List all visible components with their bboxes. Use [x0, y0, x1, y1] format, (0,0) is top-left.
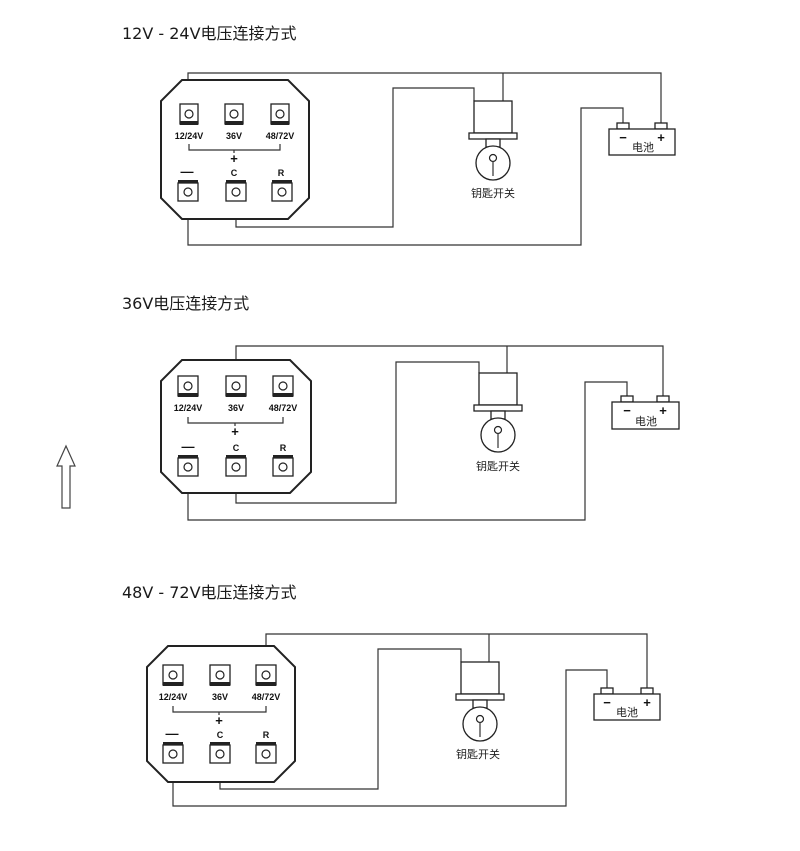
plus-bracket	[188, 144, 281, 153]
panel-36v: 36V电压连接方式 12/24V 36V 48/72V + — C R	[122, 294, 680, 521]
plus-label: +	[230, 151, 238, 166]
terminal-label: 12/24V	[174, 403, 203, 413]
key-switch-label: 钥匙开关	[476, 459, 520, 473]
battery-minus: −	[603, 695, 611, 710]
battery: − + 电池	[608, 122, 676, 156]
plus-bracket	[187, 417, 284, 426]
battery-minus: −	[623, 403, 631, 418]
terminal-label-r: R	[280, 443, 287, 453]
key-switch-label: 钥匙开关	[471, 186, 515, 200]
battery: − + 电池	[593, 687, 661, 721]
terminal-48-72v: 48/72V	[252, 664, 281, 702]
wire-c-to-key-switch	[235, 361, 480, 504]
terminal-r	[272, 455, 294, 477]
terminal-12-24v: 12/24V	[175, 103, 204, 141]
wire-minus-to-battery-minus	[187, 107, 624, 246]
panel-48-72v: 48V - 72V电压连接方式 12/24V 36V 48/72V + — C	[122, 583, 661, 807]
terminal-r	[255, 742, 277, 764]
panel-title: 12V - 24V电压连接方式	[122, 24, 297, 43]
key-switch: 钥匙开关	[455, 661, 505, 761]
terminal-label-minus: —	[166, 726, 179, 741]
terminal-48-72v: 48/72V	[269, 375, 298, 413]
wire-c-to-key-switch	[219, 648, 462, 790]
terminal-c	[225, 455, 247, 477]
terminal-minus	[162, 742, 184, 764]
terminal-label: 36V	[228, 403, 244, 413]
plus-label: +	[215, 713, 223, 728]
terminal-48-72v: 48/72V	[266, 103, 295, 141]
plus-label: +	[231, 424, 239, 439]
battery-label: 电池	[635, 415, 657, 428]
terminal-label: 48/72V	[269, 403, 298, 413]
terminal-label: 48/72V	[266, 131, 295, 141]
battery-plus: +	[659, 403, 667, 418]
terminal-label: 36V	[212, 692, 228, 702]
terminal-12-24v: 12/24V	[174, 375, 203, 413]
terminal-36v: 36V	[209, 664, 231, 702]
wire-minus-to-battery-minus	[172, 669, 608, 807]
wire-48-72v-to-battery-plus	[265, 633, 648, 688]
terminal-r	[271, 180, 293, 202]
panel-12-24v: 12V - 24V电压连接方式 12/24V 36V 48/72V	[122, 24, 676, 246]
panel-title: 36V电压连接方式	[122, 294, 249, 313]
terminal-12-24v: 12/24V	[159, 664, 188, 702]
terminal-36v: 36V	[224, 103, 244, 141]
key-switch-label: 钥匙开关	[456, 747, 500, 761]
up-arrow-icon	[56, 444, 76, 509]
battery-minus: −	[619, 130, 627, 145]
terminal-label-c: C	[231, 168, 238, 178]
plus-bracket	[172, 706, 267, 715]
key-switch: 钥匙开关	[473, 372, 523, 473]
terminal-label: 12/24V	[159, 692, 188, 702]
terminal-label-r: R	[278, 168, 285, 178]
terminal-label: 12/24V	[175, 131, 204, 141]
battery: − + 电池	[611, 395, 680, 430]
terminal-label-minus: —	[181, 164, 194, 179]
terminal-minus	[177, 455, 199, 477]
terminal-label: 36V	[226, 131, 242, 141]
key-switch: 钥匙开关	[468, 100, 518, 200]
battery-plus: +	[643, 695, 651, 710]
terminal-c	[209, 742, 231, 764]
terminal-label-c: C	[233, 443, 240, 453]
terminal-c	[225, 180, 247, 202]
wire-c-to-key-switch	[235, 87, 475, 228]
battery-plus: +	[657, 130, 665, 145]
battery-label: 电池	[616, 706, 638, 719]
terminal-minus	[177, 180, 199, 202]
terminal-label-c: C	[217, 730, 224, 740]
terminal-label-r: R	[263, 730, 270, 740]
terminal-label-minus: —	[182, 439, 195, 454]
panel-title: 48V - 72V电压连接方式	[122, 583, 297, 602]
terminal-label: 48/72V	[252, 692, 281, 702]
terminal-36v: 36V	[225, 375, 247, 413]
battery-label: 电池	[632, 141, 654, 154]
wire-minus-to-battery-minus	[187, 381, 628, 521]
